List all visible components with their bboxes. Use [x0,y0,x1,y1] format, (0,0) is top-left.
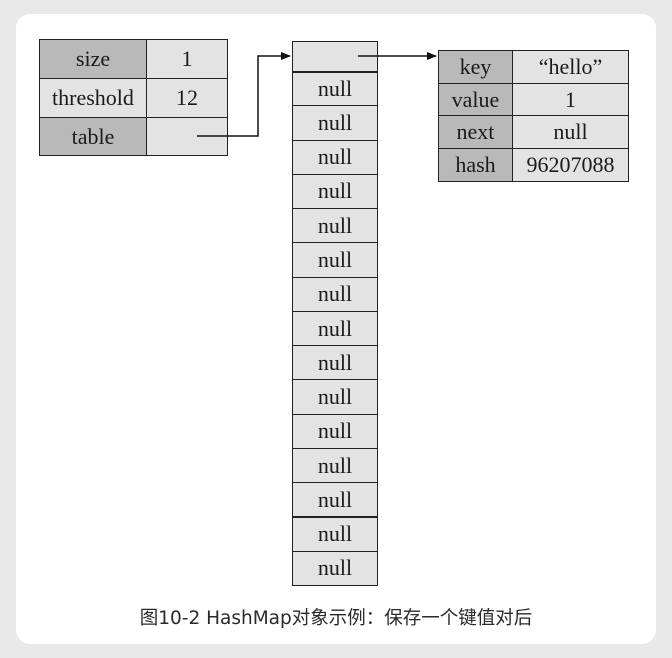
entry-next-label: next [438,115,513,149]
table-slot-null: null [292,173,378,210]
hashmap-table-label: table [39,117,147,156]
table-slot-null: null [292,516,378,552]
table-to-array-arrow [197,52,291,137]
table-slot-null: null [292,550,378,586]
hashmap-table-value [146,117,228,156]
entry-key-value: “hello” [512,50,629,84]
table-slot-null: null [292,310,378,347]
figure-caption: 图10-2 HashMap对象示例：保存一个键值对后 [139,608,533,629]
entry-hash-value: 96207088 [512,148,629,182]
table-slot-null: null [292,105,378,141]
table-slot-null: null [292,72,378,107]
table-slot-null: null [292,482,378,518]
entry-value-value: 1 [512,83,629,116]
hashmap-size-label: size [39,39,147,79]
table-slot-null: null [292,276,378,312]
table-slot-null: null [292,447,378,484]
table-slot-null: null [292,242,378,278]
entry-next-value: null [512,115,629,149]
entry-hash-label: hash [438,148,513,182]
hashmap-threshold-value: 12 [146,78,228,118]
